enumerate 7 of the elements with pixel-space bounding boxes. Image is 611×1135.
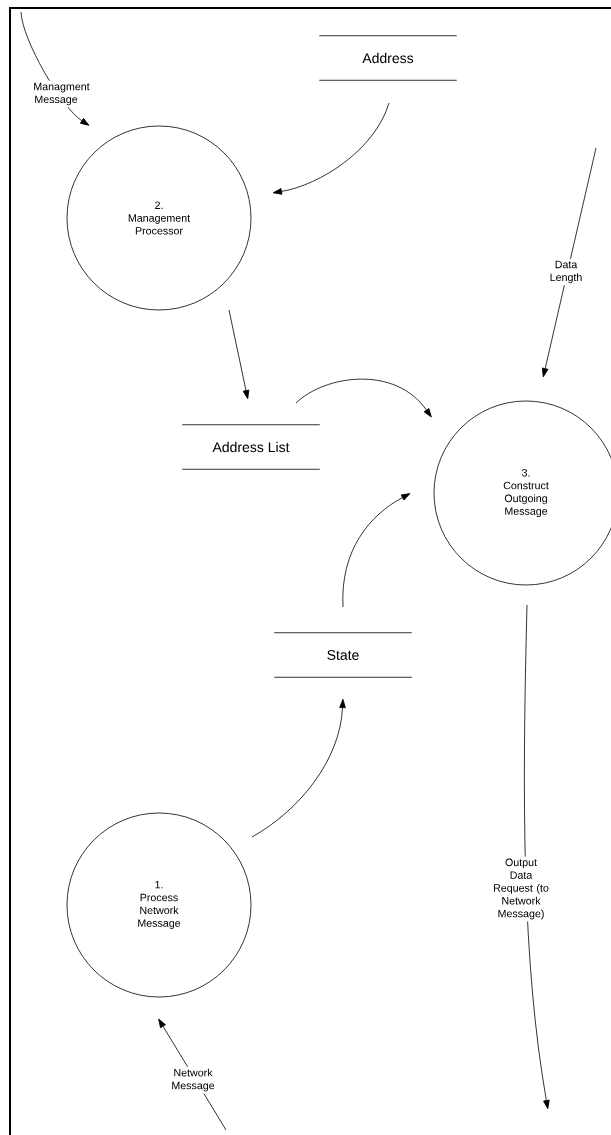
data-store: Address List — [181, 424, 321, 470]
data-store: Address — [318, 35, 458, 81]
data-store: State — [273, 632, 413, 678]
edge-label: Output Data Request (to Network Message) — [491, 856, 551, 922]
edge-label: Data Length — [542, 258, 590, 286]
edge-label: Managment Message — [31, 80, 90, 108]
edge-label: Network Message — [164, 1066, 222, 1094]
